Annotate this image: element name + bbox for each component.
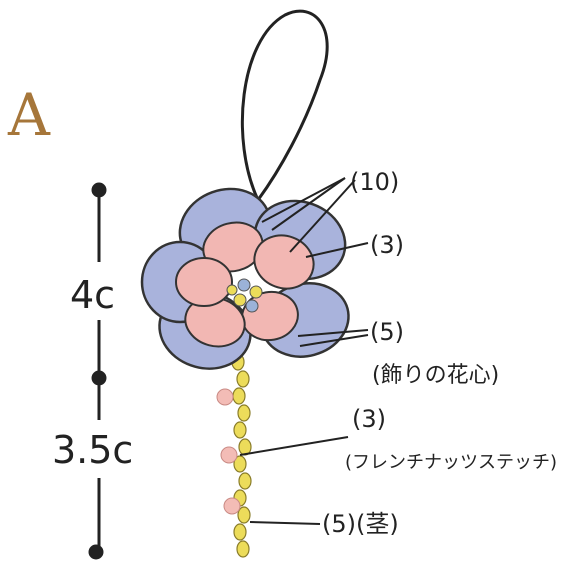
callout-petal-fill: (3) — [370, 231, 404, 259]
scale-dot-middle — [91, 370, 107, 386]
scale-dot-top — [91, 182, 107, 198]
french-knots — [216, 388, 241, 515]
figure-label: A — [7, 81, 51, 149]
callout-center-note: (飾りの花心) — [372, 363, 499, 388]
measurement-lower: 3.5c — [52, 428, 133, 472]
leaf-loop-outline — [240, 9, 329, 203]
leader-lines — [239, 177, 369, 525]
outer-petals — [140, 187, 350, 370]
stem-beads — [231, 336, 252, 558]
callout-stem: (5)(茎) — [322, 510, 399, 538]
measurement-scale — [88, 182, 107, 560]
callout-knot-note: (フレンチナッツステッチ) — [345, 452, 557, 473]
scale-dot-bottom — [88, 544, 104, 560]
measurement-upper: 4c — [70, 273, 115, 317]
flower-center — [226, 278, 263, 313]
callout-center-count: (5) — [370, 318, 404, 346]
callout-petal-outline: (10) — [350, 168, 399, 196]
callout-knot-count: (3) — [352, 405, 386, 433]
